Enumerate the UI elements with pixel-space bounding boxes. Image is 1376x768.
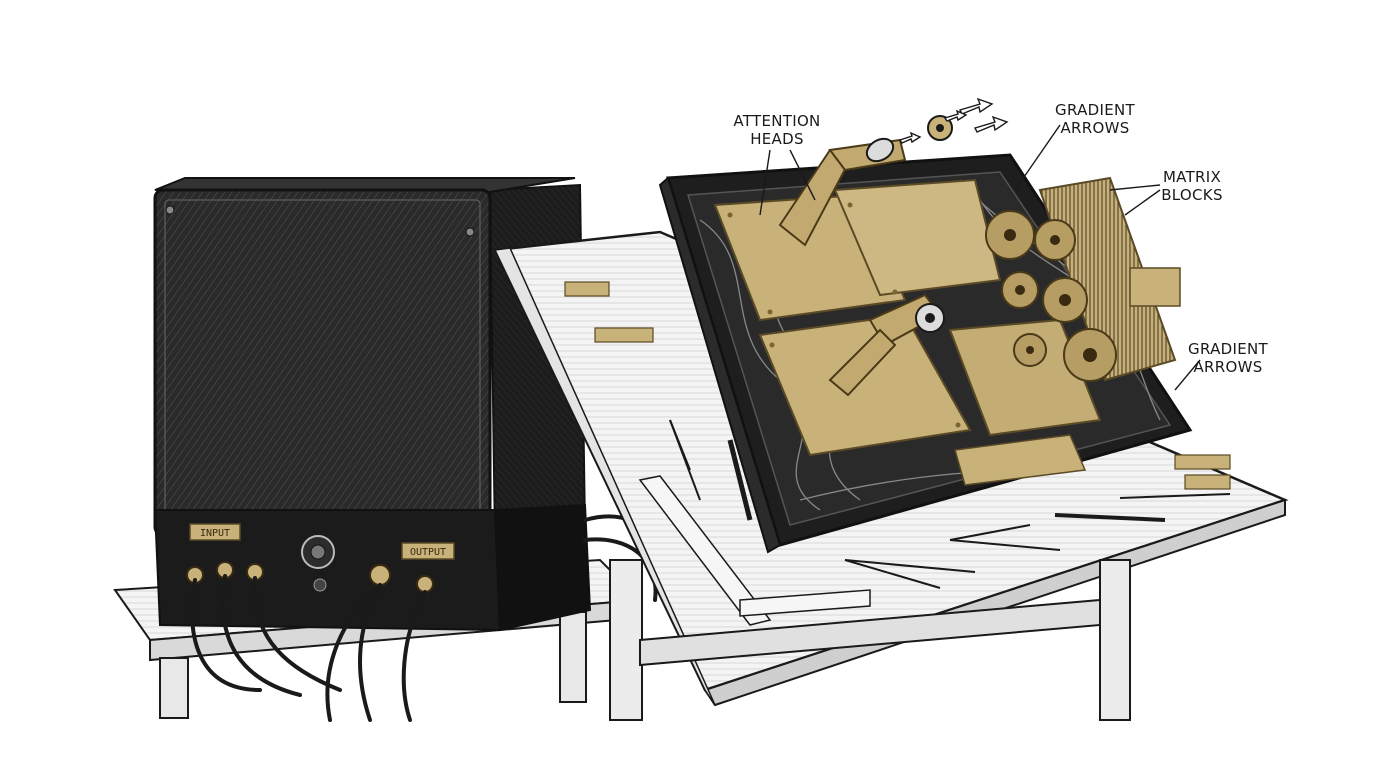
- annotation-gradient-arrows-top: GRADIENT ARROWS: [1055, 101, 1135, 137]
- drafting-tools: [669, 419, 1231, 589]
- svg-text:ARROWS: ARROWS: [1060, 119, 1129, 137]
- annotation-gradient-arrows-side: GRADIENT ARROWS: [1188, 340, 1268, 376]
- output-jacks: [369, 564, 434, 593]
- svg-text:OUTPUT: OUTPUT: [410, 547, 446, 558]
- input-plate: INPUT: [189, 523, 241, 541]
- output-plate: OUTPUT: [401, 542, 455, 560]
- svg-text:GRADIENT: GRADIENT: [1188, 340, 1268, 358]
- svg-text:BLOCKS: BLOCKS: [1161, 186, 1223, 204]
- svg-text:ARROWS: ARROWS: [1193, 358, 1262, 376]
- svg-text:MATRIX: MATRIX: [1163, 168, 1221, 186]
- svg-text:ATTENTION: ATTENTION: [733, 112, 820, 130]
- callout-leaders: [759, 124, 1201, 391]
- svg-text:INPUT: INPUT: [200, 528, 230, 539]
- annotation-attention-heads: ATTENTION HEADS: [733, 112, 820, 148]
- svg-text:HEADS: HEADS: [750, 130, 804, 148]
- annotation-matrix-blocks: MATRIX BLOCKS: [1161, 168, 1223, 204]
- gradient-arrow-marks: [898, 97, 1009, 144]
- mechanism-box: [658, 115, 1193, 554]
- svg-text:GRADIENT: GRADIENT: [1055, 101, 1135, 119]
